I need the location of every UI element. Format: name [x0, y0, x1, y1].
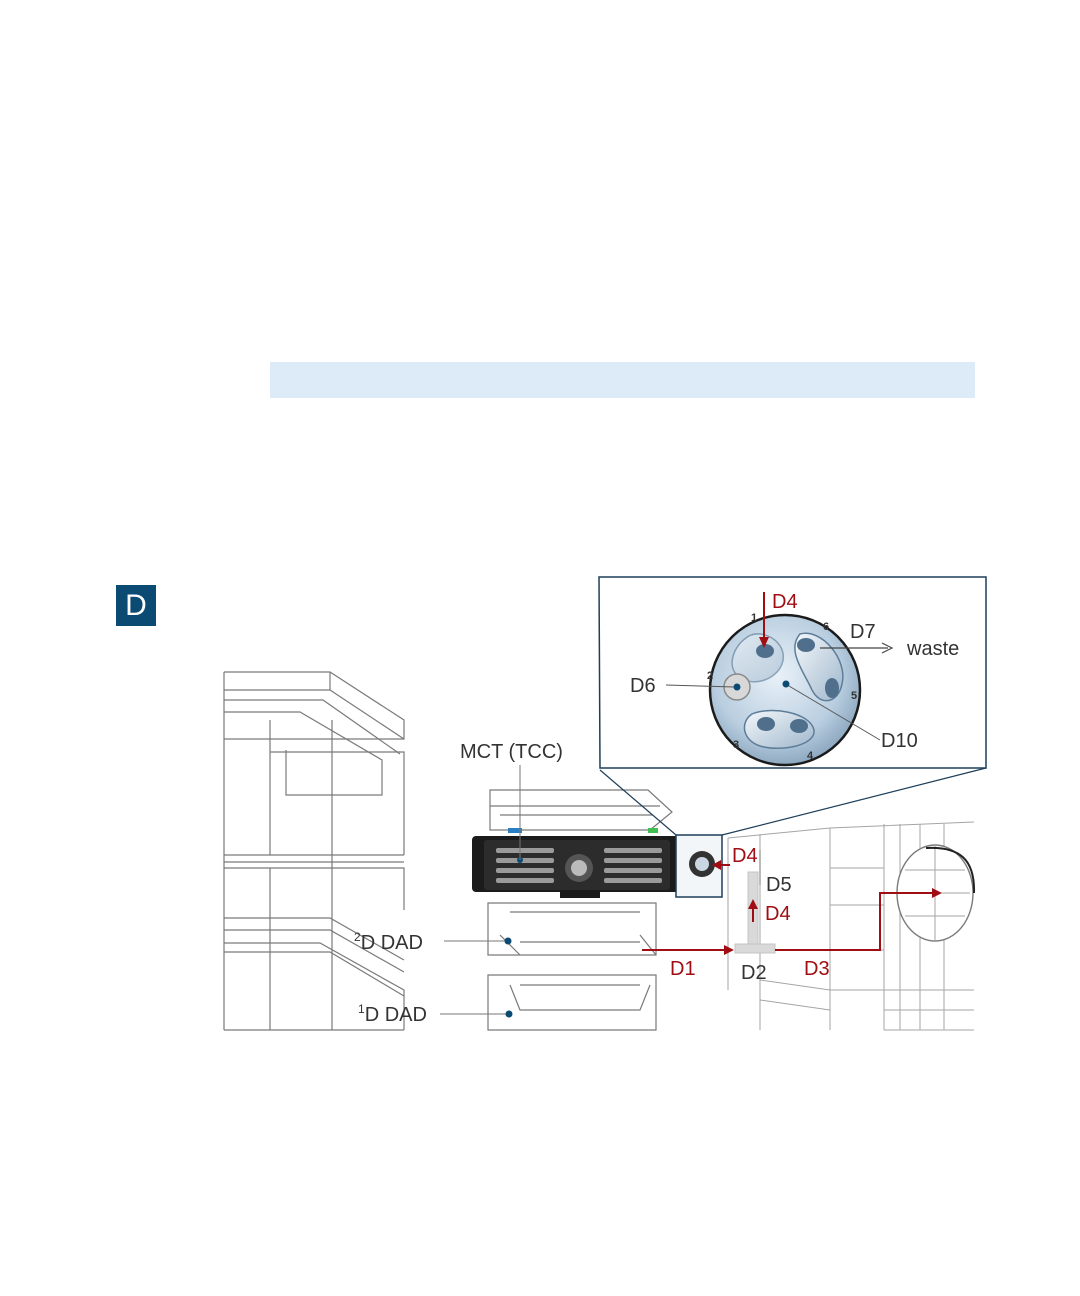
d4-valve-label: D4: [772, 591, 798, 613]
d4-side-label: D4: [732, 845, 758, 867]
port-2-label: 2: [707, 670, 713, 682]
d3-label: D3: [804, 958, 830, 980]
center-module-stack: [472, 790, 722, 1030]
port-3-label: 3: [733, 739, 739, 751]
dad2-label: 2D DAD: [354, 930, 423, 954]
d10-label: D10: [881, 730, 918, 752]
waste-label: waste: [906, 638, 959, 660]
d7-label: D7: [850, 621, 876, 643]
d6-label: D6: [630, 675, 656, 697]
d1-label: D1: [670, 958, 696, 980]
d4-tee-label: D4: [765, 903, 791, 925]
d5-label: D5: [766, 874, 792, 896]
port-5-label: 5: [851, 690, 857, 702]
zoom-callout-lines: [600, 768, 986, 835]
dad1-label: 1D DAD: [358, 1002, 427, 1026]
port-6-label: 6: [823, 621, 829, 633]
port-1-label: 1: [751, 612, 757, 624]
mct-label: MCT (TCC): [460, 741, 563, 763]
right-instrument: [728, 822, 974, 1030]
left-instrument-stack: [224, 672, 404, 1030]
d2-label: D2: [741, 962, 767, 984]
port-4-label: 4: [807, 750, 814, 762]
